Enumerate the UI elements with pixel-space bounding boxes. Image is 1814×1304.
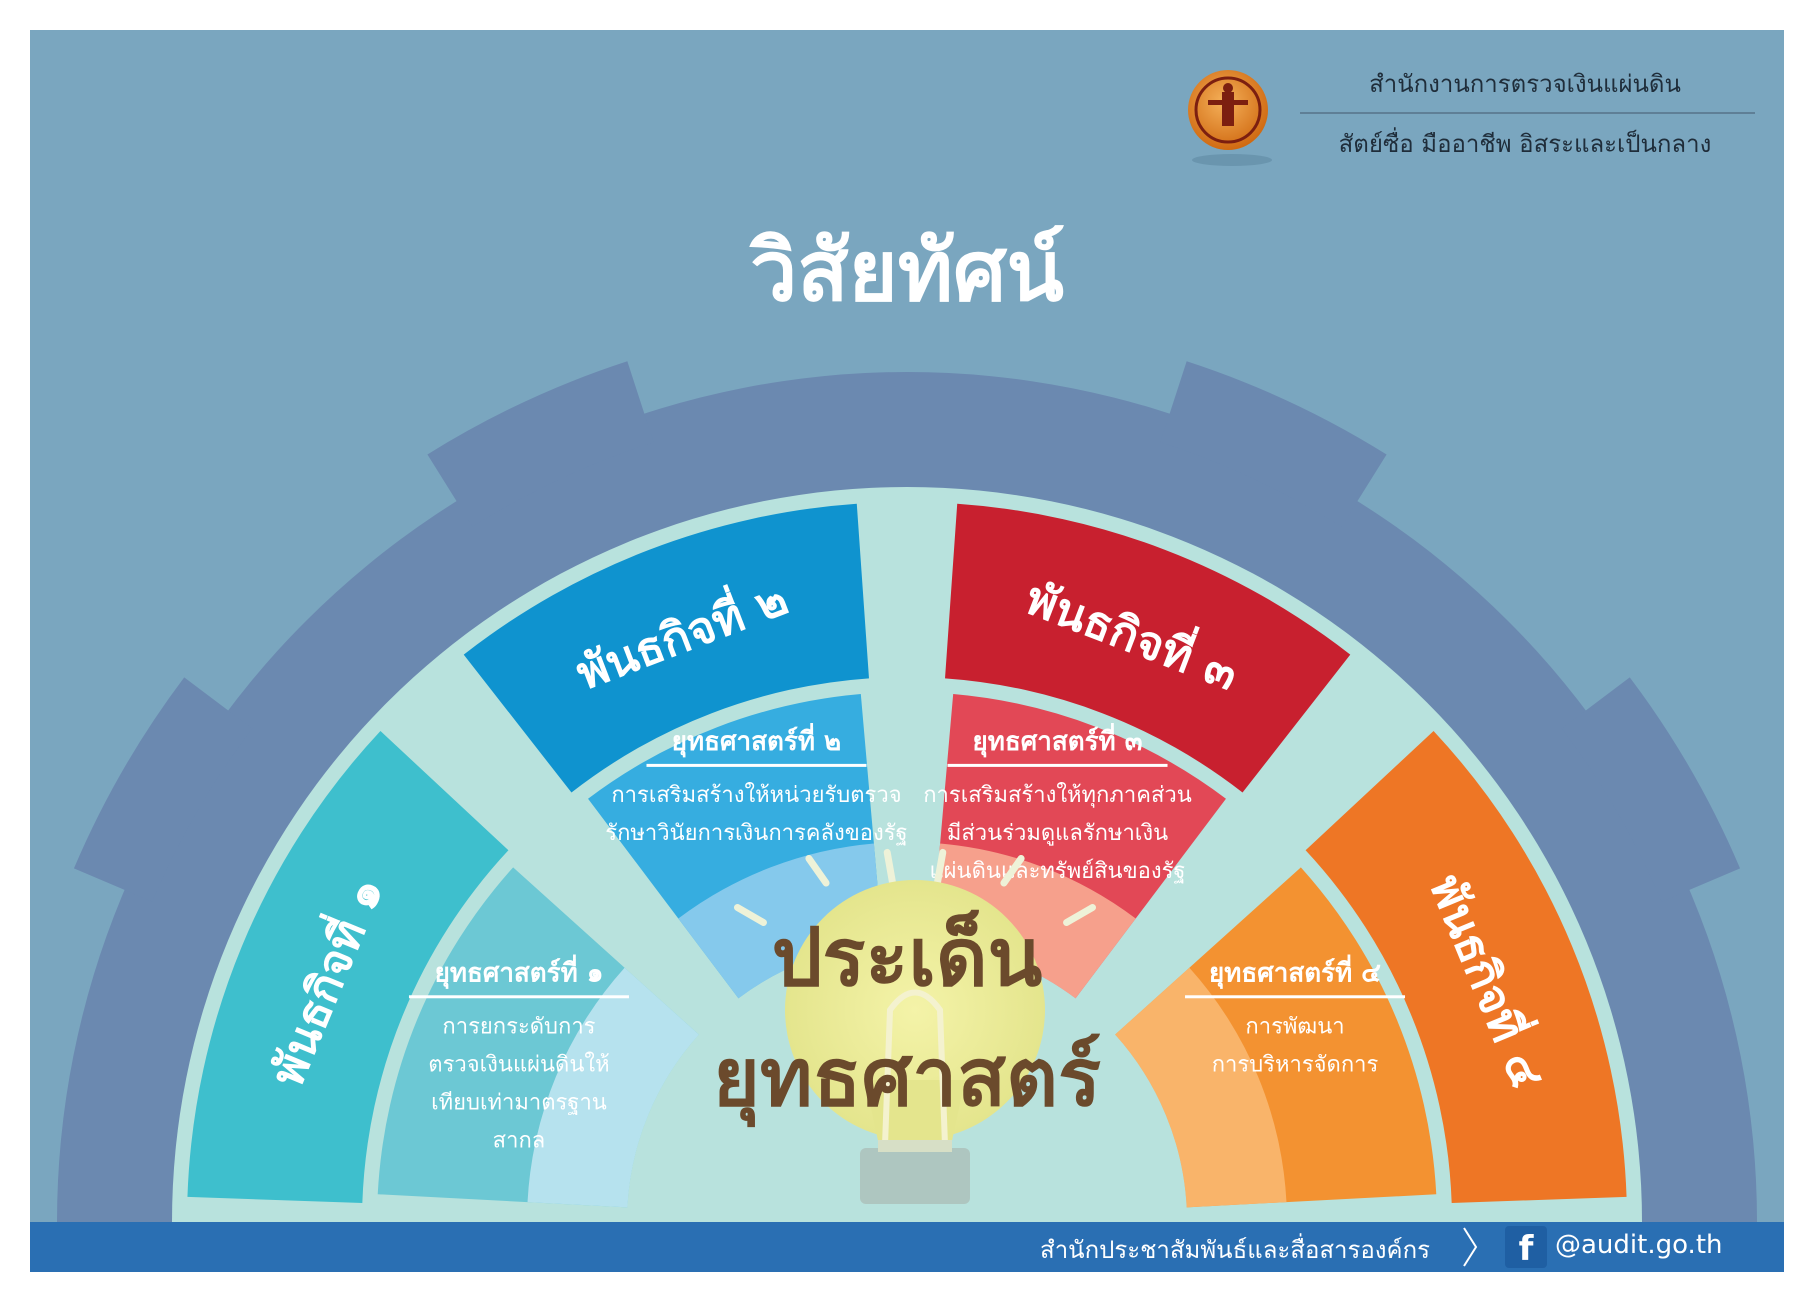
strategy-3-line: มีส่วนร่วมดูแลรักษาเงิน — [947, 821, 1168, 846]
strategy-2-inner — [678, 843, 883, 999]
gear-teeth — [73, 361, 1741, 902]
bulb-ray — [733, 904, 767, 926]
chevron-right-icon — [1463, 1227, 1478, 1267]
strategy-3-inner — [931, 843, 1136, 999]
strategy-4-title: ยุทธศาสตร์ที่ ๔ — [1209, 953, 1381, 989]
gear-tooth — [1160, 361, 1387, 527]
strategy-2-line: การเสริมสร้างให้หน่วยรับตรวจ — [611, 782, 901, 808]
center-gap — [907, 1034, 1187, 1222]
strategy-3-underline — [947, 763, 1168, 767]
strategy-3-line: แผ่นดินและทรัพย์สินของรัฐ — [929, 859, 1185, 884]
gear-tooth — [73, 677, 253, 902]
org-motto: สัตย์ซื่อ มืออาชีพ อิสระและเป็นกลาง — [1338, 130, 1712, 158]
header-divider — [1300, 112, 1755, 114]
bulb-ray — [1000, 854, 1025, 887]
facebook-icon[interactable]: f — [1505, 1226, 1547, 1269]
gear-tooth — [1561, 677, 1741, 902]
strategy-2-title: ยุทธศาสตร์ที่ ๒ — [672, 722, 841, 758]
strategy-1-underline — [408, 995, 629, 999]
facebook-handle-link[interactable]: @audit.go.th — [1555, 1230, 1723, 1260]
oag-seal-logo — [1188, 70, 1272, 166]
vision-title: วิสัยทัศน์ — [748, 222, 1065, 320]
strategy-1-line: การยกระดับการ — [442, 1014, 595, 1039]
gear-tooth — [427, 361, 654, 527]
mission-3-band — [945, 503, 1351, 793]
strategy-4-line: การบริหารจัดการ — [1212, 1052, 1379, 1077]
center-title-line2: ยุทธศาสตร์ — [713, 1031, 1101, 1128]
footer-bar — [30, 1222, 1784, 1272]
bulb-ray — [1063, 904, 1097, 926]
strategy-2-line: รักษาวินัยการเงินการคลังของรัฐ — [605, 821, 907, 846]
strategy-1-line: สากล — [493, 1128, 546, 1153]
footer-department: สำนักประชาสัมพันธ์และสื่อสารองค์กร — [1040, 1236, 1430, 1264]
strategy-1-inner — [527, 967, 699, 1208]
mission-2-band — [463, 503, 869, 793]
org-name: สำนักงานการตรวจเงินแผ่นดิน — [1369, 70, 1681, 98]
bulb-ray — [805, 854, 830, 887]
strategy-2-underline — [646, 763, 867, 767]
strategy-3-line: การเสริมสร้างให้ทุกภาคส่วน — [923, 782, 1192, 808]
strategy-4-underline — [1185, 995, 1406, 999]
lightbulb-icon — [733, 848, 1097, 1204]
strategy-4-line: การพัฒนา — [1245, 1014, 1344, 1039]
mission-4-band — [1305, 730, 1627, 1203]
center-title-line1: ประเด็น — [772, 909, 1043, 1004]
bulb-ray — [883, 848, 896, 886]
strategy-1-title: ยุทธศาสตร์ที่ ๑ — [435, 953, 604, 989]
strategy-4-inner — [1115, 967, 1287, 1208]
center-gap — [627, 1034, 907, 1222]
strategy-1-line: เทียบเท่ามาตรฐาน — [431, 1090, 607, 1115]
mission-1-band — [187, 730, 509, 1203]
strategy-1-line: ตรวจเงินแผ่นดินให้ — [428, 1051, 609, 1077]
bulb-ray — [934, 848, 947, 886]
strategy-3-title: ยุทธศาสตร์ที่ ๓ — [972, 722, 1142, 758]
